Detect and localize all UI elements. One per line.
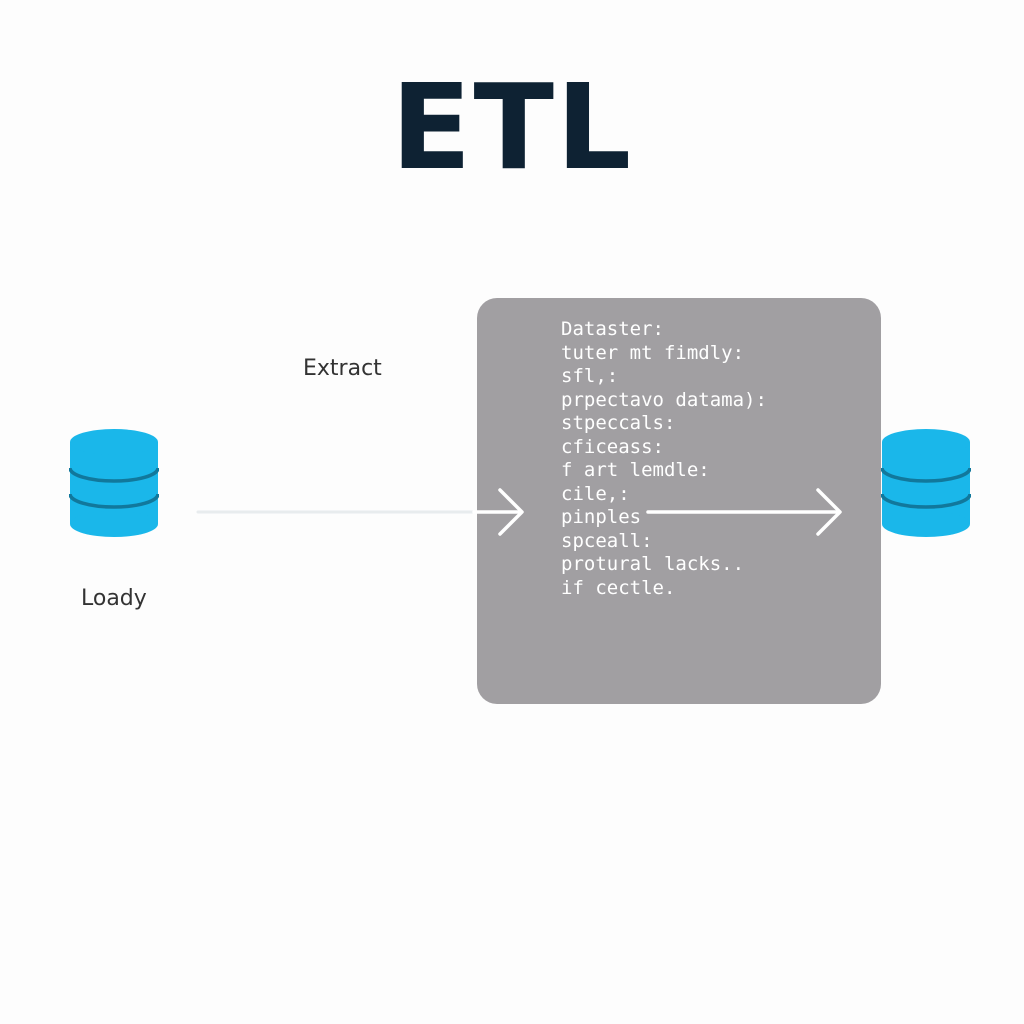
extract-label: Extract [303, 356, 382, 381]
code-line: stpeccals: [561, 412, 676, 434]
diagram-title: ETL [390, 58, 634, 196]
source-database-icon [69, 429, 159, 537]
transform-code-box [477, 298, 881, 704]
target-database-icon [881, 429, 971, 537]
code-lines: Dataster: tuter mt fimdly: sfl,: prpecta… [561, 318, 767, 600]
code-line: tuter mt fimdly: [561, 341, 745, 364]
code-line: pinples [561, 506, 642, 528]
code-line: cficeass: [561, 435, 664, 458]
code-line: protural lacks.. [561, 553, 745, 575]
loady-label: Loady [81, 586, 147, 611]
code-line: cile,: [561, 482, 630, 505]
code-line: prpectavo datama): [561, 388, 767, 411]
code-line: if cectle. [561, 576, 676, 599]
code-line: spceall: [561, 529, 653, 552]
code-line: f art lemdle: [561, 459, 710, 481]
code-line: sfl,: [561, 365, 619, 387]
code-line: Dataster: [561, 318, 664, 340]
